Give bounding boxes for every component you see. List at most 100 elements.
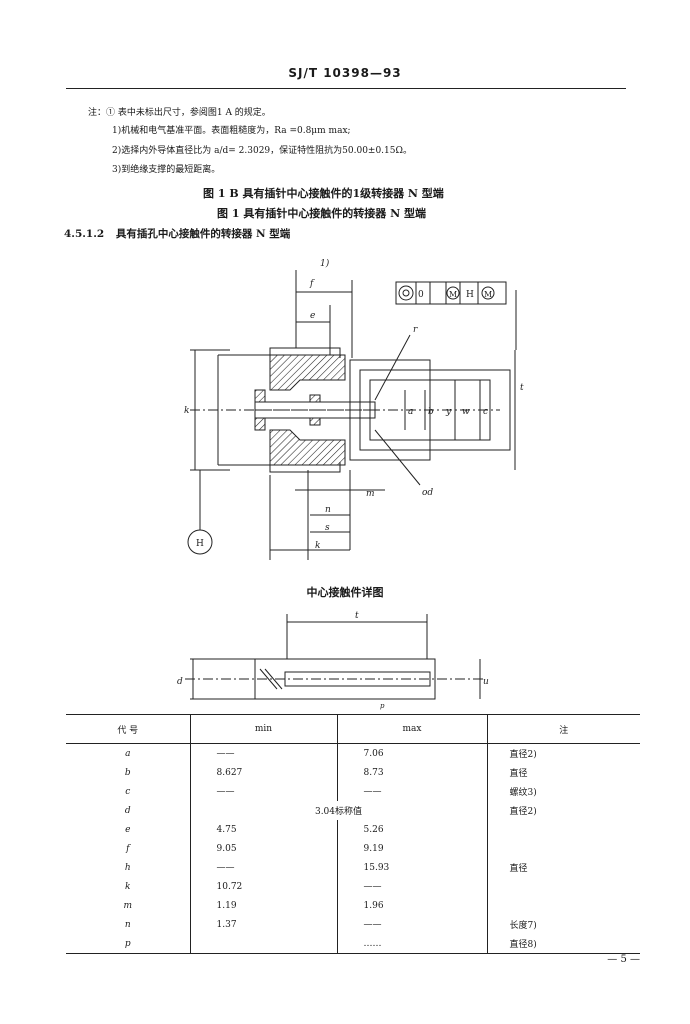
dim-label-k-left: k [184, 406, 189, 416]
table-row: p …… 直径8) [66, 934, 640, 954]
section-number: 4.5.1.2 [64, 228, 105, 240]
row-max: 8.73 [336, 763, 487, 782]
dim-label-y: y [445, 407, 452, 417]
row-min: 4.75 [189, 820, 337, 839]
row-note [486, 877, 640, 896]
dim-label-od: od [422, 488, 433, 498]
row-min: 8.627 [189, 763, 337, 782]
fcf-datum: H [466, 290, 474, 300]
row-note: 直径8) [486, 934, 640, 954]
table-row: n 1.37 —— 长度7) [66, 915, 640, 934]
row-max: 1.96 [336, 896, 487, 915]
page-number: — 5 — [607, 954, 640, 965]
row-code: k [125, 881, 131, 892]
row-max: 9.19 [336, 839, 487, 858]
row-min: 1.37 [189, 915, 337, 934]
section-title: 具有插孔中心接触件的转接器 N 型端 [115, 228, 291, 240]
dim-label-w: w [462, 407, 470, 417]
table-header-row: 代 号 min max 注 [66, 714, 640, 744]
row-max: 7.06 [336, 743, 487, 763]
detail-label-d: d [177, 677, 183, 687]
table-row: b 8.627 8.73 直径 [66, 763, 640, 782]
header-min: min [189, 714, 337, 744]
row-max: —— [336, 915, 487, 934]
row-min: —— [189, 858, 337, 877]
row-note: 直径 [486, 763, 640, 782]
datum-h-label: H [196, 539, 204, 549]
row-note [486, 820, 640, 839]
row-min [189, 934, 337, 954]
section-heading: 4.5.1.2 具有插孔中心接触件的转接器 N 型端 [64, 226, 290, 241]
row-note [486, 896, 640, 915]
row-min: 9.05 [189, 839, 337, 858]
dim-label-e: e [310, 311, 315, 321]
row-note: 直径 [486, 858, 640, 877]
dim-label-n: n [325, 505, 331, 515]
dimension-table: 代 号 min max 注 a —— 7.06 直径2) b 8.627 8.7… [66, 714, 640, 954]
row-max: 5.26 [336, 820, 487, 839]
dim-label-s: s [325, 523, 330, 533]
connector-drawing: 1) f e r t k a b y c w m n s k od 0 M H … [184, 258, 524, 560]
dim-label-f: f [309, 279, 315, 289]
table-row: e 4.75 5.26 [66, 820, 640, 839]
row-code: c [125, 786, 131, 797]
detail-title: 中心接触件详图 [306, 586, 384, 599]
table-row: a —— 7.06 直径2) [66, 743, 640, 763]
row-code: d [124, 805, 131, 816]
row-code: p [66, 934, 190, 954]
row-note: 螺纹3) [486, 782, 640, 801]
row-min: 1.19 [189, 896, 337, 915]
table-row: m 1.19 1.96 [66, 896, 640, 915]
row-code: h [124, 862, 131, 873]
row-nominal: 3.04标称值 [189, 801, 487, 820]
fcf-mod2: M [484, 290, 492, 299]
detail-label-u: u [483, 677, 489, 687]
row-min: —— [189, 782, 337, 801]
header-code: 代 号 [66, 714, 190, 744]
header-rule [66, 88, 626, 89]
table-row: d 3.04标称值 直径2) [66, 801, 640, 820]
table-row: h —— 15.93 直径 [66, 858, 640, 877]
header-note: 注 [486, 714, 640, 744]
dim-label-b: b [428, 407, 434, 417]
row-note: 长度7) [486, 915, 640, 934]
fcf-mod1: M [449, 290, 457, 299]
row-code: e [125, 824, 131, 835]
dim-label-r: r [413, 325, 418, 335]
dim-label-c: c [483, 407, 488, 417]
dim-label-t: t [520, 383, 524, 393]
row-code: n [124, 919, 131, 930]
row-min: —— [189, 743, 337, 763]
row-max: 15.93 [336, 858, 487, 877]
fcf-value: 0 [418, 290, 424, 300]
detail-label-t: t [355, 611, 359, 621]
row-note [486, 839, 640, 858]
dim-label-k: k [315, 541, 320, 551]
row-code: a [125, 748, 131, 759]
note-item-3: 3)到绝缘支撑的最短距离。 [112, 165, 221, 175]
dim-label-a: a [408, 407, 413, 417]
row-code: f [126, 843, 130, 854]
figure-1b-caption: 图 1 B 具有插针中心接触件的1级转接器 N 型端 [203, 187, 444, 200]
standard-number: SJ/T 10398—93 [288, 66, 402, 80]
note-item-2: 2)选择内外导体直径比为 a/d= 2.3029，保证特性阻抗为50.00±0.… [112, 146, 412, 156]
figure-1-caption: 图 1 具有插针中心接触件的转接器 N 型端 [217, 207, 427, 220]
dim-label-m: m [366, 489, 375, 499]
row-max: —— [336, 877, 487, 896]
note-item-1: 1)机械和电气基准平面。表面粗糙度为，Ra =0.8μm max; [112, 126, 351, 136]
row-min: 10.72 [189, 877, 337, 896]
detail-label-p: p [380, 702, 385, 710]
table-row: c —— —— 螺纹3) [66, 782, 640, 801]
center-contact-detail-drawing: t d p u [177, 611, 489, 710]
table-row: k 10.72 —— [66, 877, 640, 896]
row-code: m [123, 900, 133, 911]
row-max: …… [336, 934, 487, 954]
row-note: 直径2) [486, 743, 640, 763]
note-lead: 注：① 表中未标出尺寸，参阅图1 A 的规定。 [88, 108, 271, 118]
table-row: f 9.05 9.19 [66, 839, 640, 858]
row-note: 直径2) [486, 801, 640, 820]
row-code: b [124, 767, 131, 778]
row-max: —— [336, 782, 487, 801]
ref-note-label: 1) [320, 258, 330, 269]
header-max: max [336, 714, 487, 744]
